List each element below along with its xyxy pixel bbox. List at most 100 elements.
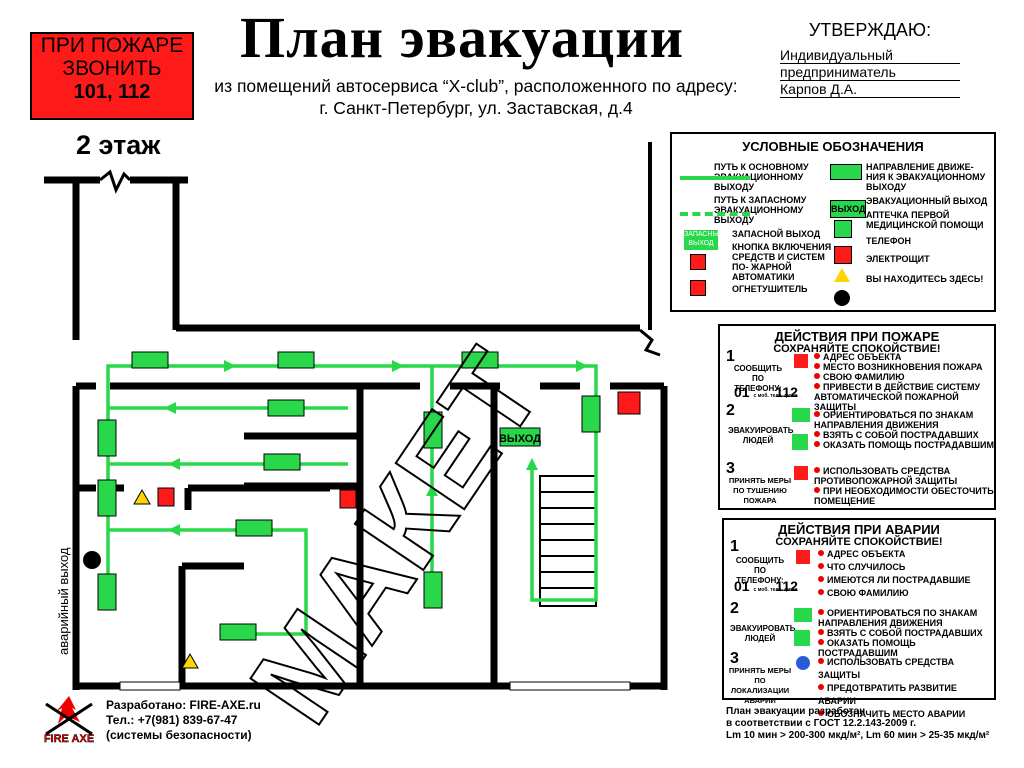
page-title: План эвакуации bbox=[240, 5, 685, 70]
fire-s2-item: ОКАЗАТЬ ПОМОЩЬ ПОСТРАДАВШИМ bbox=[823, 440, 994, 450]
developer-info: Разработано: FIRE-AXE.ru Тел.: +7(981) 8… bbox=[106, 698, 261, 743]
accident-step1-label: СООБЩИТЬ ПО ТЕЛЕФОНУ: bbox=[735, 556, 785, 585]
fire-step3-label: ПРИНЯТЬ МЕРЫ ПО ТУШЕНИЮ ПОЖАРА bbox=[728, 476, 792, 505]
accident-s1-item: АДРЕС ОБЪЕКТА bbox=[827, 549, 906, 559]
alarm-button-icon bbox=[690, 254, 706, 270]
accident-step1-num: 1 bbox=[730, 538, 739, 555]
extinguisher-icon bbox=[690, 280, 706, 296]
plan-exit-sign-text: ВЫХОД bbox=[499, 433, 541, 445]
direction-icon bbox=[830, 164, 862, 180]
accident-s3-item: ОБОЗНАЧИТЬ МЕСТО АВАРИИ bbox=[827, 709, 966, 719]
fire-step3-list: ИСПОЛЬЗОВАТЬ СРЕДСТВА ПРОТИВОПОЖАРНОЙ ЗА… bbox=[814, 466, 994, 506]
exit-direction-signs bbox=[97, 351, 601, 641]
fire-step2-list: ОРИЕНТИРОВАТЬСЯ ПО ЗНАКАМ НАПРАВЛЕНИЯ ДВ… bbox=[814, 410, 994, 450]
accident-phone-post: 112 bbox=[775, 578, 798, 594]
accident-step2-label: ЭВАКУИРОВАТЬ ЛЮДЕЙ bbox=[730, 624, 796, 643]
reserve-exit-sign: ЗАПАСНЫЙ ВЫХОД bbox=[684, 230, 724, 250]
reserve-path-line bbox=[680, 212, 750, 216]
accident-step3-num: 3 bbox=[730, 650, 739, 667]
approval-line2: предприниматель bbox=[780, 64, 960, 81]
legend-electro: ЭЛЕКТРОЩИТ bbox=[866, 254, 930, 264]
accident-s1-item: ИМЕЮТСЯ ЛИ ПОСТРАДАВШИЕ bbox=[827, 575, 971, 585]
fire-s1-item: ПРИВЕСТИ В ДЕЙСТВИЕ СИСТЕМУ АВТОМАТИЧЕСК… bbox=[814, 382, 981, 412]
accident-s1-item: ЧТО СЛУЧИЛОСЬ bbox=[827, 562, 906, 572]
subtitle-line2: г. Санкт-Петербург, ул. Заставская, д.4 bbox=[319, 98, 633, 118]
accident-s2-item: ОКАЗАТЬ ПОМОЩЬ ПОСТРАДАВШИМ bbox=[818, 638, 916, 658]
accident-step2-num: 2 bbox=[730, 600, 739, 617]
legend-direction: НАПРАВЛЕНИЕ ДВИЖЕ- НИЯ К ЭВАКУАЦИОННОМУ … bbox=[866, 162, 986, 192]
developer-tagline: (системы безопасности) bbox=[106, 728, 252, 742]
accident-s3-item: ПРЕДОТВРАТИТЬ РАЗВИТИЕ АВАРИИ bbox=[818, 683, 957, 706]
fire-step1-label: СООБЩИТЬ ПО ТЕЛЕФОНУ: bbox=[733, 364, 783, 393]
fire-step1-list: АДРЕС ОБЪЕКТА МЕСТО ВОЗНИКНОВЕНИЯ ПОЖАРА… bbox=[814, 352, 994, 412]
legend-exit: ЭВАКУАЦИОННЫЙ ВЫХОД bbox=[866, 196, 988, 206]
subtitle-line1: из помещений автосервиса “X-club”, распо… bbox=[214, 76, 738, 96]
first-aid-icon bbox=[834, 220, 852, 238]
fire-s1-item: СВОЮ ФАМИЛИЮ bbox=[823, 372, 905, 382]
fire-call-line1: ПРИ ПОЖАРЕ bbox=[40, 34, 184, 57]
fire-call-numbers: 101, 112 bbox=[73, 81, 151, 103]
legend-button: КНОПКА ВКЛЮЧЕНИЯ СРЕДСТВ И СИСТЕМ ПО- ЖА… bbox=[732, 242, 832, 282]
fire-call-line2: ЗВОНИТЬ bbox=[62, 57, 162, 80]
legend-extinguisher: ОГНЕТУШИТЕЛЬ bbox=[732, 284, 808, 294]
fire-s3-item: ПРИ НЕОБХОДИМОСТИ ОБЕСТОЧИТЬ ПОМЕЩЕНИЕ bbox=[814, 486, 994, 506]
gost-line3: Lm 10 мин > 200-300 мкд/м², Lm 60 мин > … bbox=[726, 730, 990, 741]
accident-actions-title: ДЕЙСТВИЯ ПРИ АВАРИИ bbox=[778, 522, 940, 537]
route-arrowheads bbox=[102, 360, 588, 584]
developer-name: Разработано: FIRE-AXE.ru bbox=[106, 698, 261, 712]
accident-step1-phones: 01 с моб. теле- фона 112 bbox=[734, 578, 798, 594]
legend-panel: УСЛОВНЫЕ ОБОЗНАЧЕНИЯ ПУТЬ К ОСНОВНОМУ ЭВ… bbox=[670, 132, 996, 312]
approval-line3: Карпов Д.А. bbox=[780, 81, 960, 98]
legend-reserve-path: ПУТЬ К ЗАПАСНОМУ ЭВАКУАЦИОННОМУ ВЫХОДУ bbox=[714, 195, 807, 225]
fire-step1-num: 1 bbox=[726, 348, 735, 365]
accident-phone-mid: с моб. теле- фона bbox=[753, 587, 798, 593]
direction-icon bbox=[792, 408, 810, 422]
accident-phone-pre: 01 bbox=[734, 578, 750, 594]
accident-actions-subtitle: СОХРАНЯЙТЕ СПОКОЙСТВИЕ! bbox=[775, 536, 943, 548]
fire-step2-label: ЭВАКУИРОВАТЬ ЛЮДЕЙ bbox=[728, 426, 794, 445]
first-aid-icon bbox=[792, 434, 808, 450]
protection-icon bbox=[796, 656, 810, 670]
accident-step1-list: АДРЕС ОБЪЕКТА ЧТО СЛУЧИЛОСЬ ИМЕЮТСЯ ЛИ П… bbox=[818, 548, 994, 600]
extinguisher-icons bbox=[157, 391, 641, 509]
fire-call-box: ПРИ ПОЖАРЕ ЗВОНИТЬ 101, 112 bbox=[30, 32, 194, 120]
fire-step3-num: 3 bbox=[726, 460, 735, 477]
developer-phone: Тел.: +7(981) 839-67-47 bbox=[106, 713, 238, 727]
electro-icon bbox=[834, 268, 850, 282]
fire-phone-mid: с моб. теле- фона bbox=[753, 393, 798, 399]
fire-actions-title: ДЕЙСТВИЯ ПРИ ПОЖАРЕ bbox=[774, 329, 940, 344]
accident-s2-item: ВЗЯТЬ С СОБОЙ ПОСТРАДАВШИХ bbox=[827, 628, 983, 638]
accident-s1-item: СВОЮ ФАМИЛИЮ bbox=[827, 588, 909, 598]
accident-step3-list: ИСПОЛЬЗОВАТЬ СРЕДСТВА ЗАЩИТЫ ПРЕДОТВРАТИ… bbox=[818, 656, 994, 721]
phone-icon bbox=[834, 246, 852, 264]
accident-step2-list: ОРИЕНТИРОВАТЬСЯ ПО ЗНАКАМ НАПРАВЛЕНИЯ ДВ… bbox=[818, 608, 994, 658]
fire-actions-subtitle: СОХРАНЯЙТЕ СПОКОЙСТВИЕ! bbox=[773, 343, 941, 355]
phone-icon bbox=[796, 550, 810, 564]
logo-text: FIRE AXE bbox=[44, 733, 94, 745]
legend-phone: ТЕЛЕФОН bbox=[866, 236, 911, 246]
approval-block: УТВЕРЖДАЮ: Индивидуальный предпринимател… bbox=[780, 20, 960, 98]
gost-info: План эвакуации разработан в соответствии… bbox=[726, 706, 989, 742]
fire-phone-post: 112 bbox=[775, 384, 798, 400]
fire-actions-panel: ДЕЙСТВИЯ ПРИ ПОЖАРЕ СОХРАНЯЙТЕ СПОКОЙСТВ… bbox=[718, 324, 996, 510]
fire-s2-item: ВЗЯТЬ С СОБОЙ ПОСТРАДАВШИХ bbox=[823, 430, 979, 440]
fire-step2-num: 2 bbox=[726, 402, 735, 419]
fire-phone-pre: 01 bbox=[734, 384, 750, 400]
fire-axe-logo: FIRE AXE bbox=[44, 696, 94, 745]
staircase bbox=[539, 475, 597, 607]
fire-s2-item: ОРИЕНТИРОВАТЬСЯ ПО ЗНАКАМ НАПРАВЛЕНИЯ ДВ… bbox=[814, 410, 974, 430]
accident-s2-item: ОРИЕНТИРОВАТЬСЯ ПО ЗНАКАМ НАПРАВЛЕНИЯ ДВ… bbox=[818, 608, 978, 628]
extinguisher-icon bbox=[794, 466, 808, 480]
emergency-exit-label: аварийный выход bbox=[56, 547, 71, 655]
direction-icon bbox=[794, 608, 812, 622]
first-aid-icon bbox=[794, 630, 810, 646]
fire-s3-item: ИСПОЛЬЗОВАТЬ СРЕДСТВА ПРОТИВОПОЖАРНОЙ ЗА… bbox=[814, 466, 958, 486]
legend-main-path: ПУТЬ К ОСНОВНОМУ ЭВАКУАЦИОННОМУ ВЫХОДУ bbox=[714, 162, 809, 192]
you-are-here-icon bbox=[834, 290, 850, 306]
fire-s1-item: МЕСТО ВОЗНИКНОВЕНИЯ ПОЖАРА bbox=[823, 362, 983, 372]
phone-icon bbox=[794, 354, 808, 368]
legend-you-are-here: ВЫ НАХОДИТЕСЬ ЗДЕСЬ! bbox=[866, 274, 984, 284]
exit-sign-icon: ВЫХОД bbox=[830, 200, 866, 218]
legend-first-aid: АПТЕЧКА ПЕРВОЙ МЕДИЦИНСКОЙ ПОМОЩИ bbox=[866, 210, 984, 230]
